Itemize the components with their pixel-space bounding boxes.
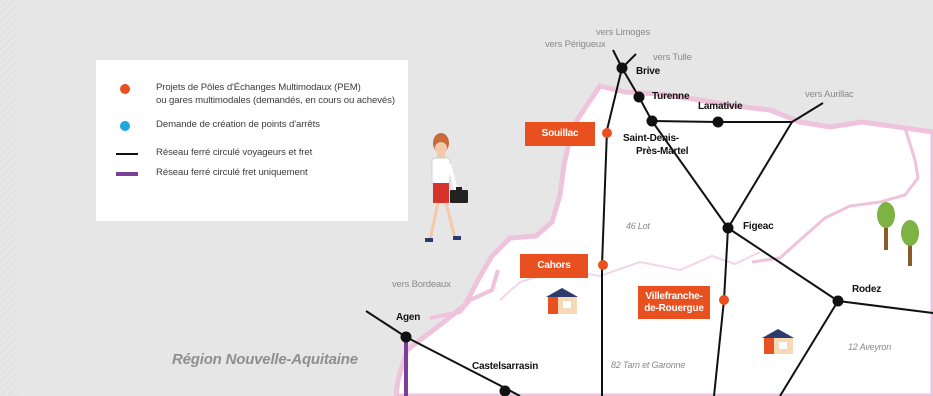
city-label-saint-denis-1: Saint-Denis- bbox=[623, 133, 679, 144]
legend-pem-line1: Projets de Pôles d'Échanges Multimodaux … bbox=[156, 82, 361, 93]
stop-legend-dot bbox=[120, 121, 130, 131]
rail-agen-castelsarrasin bbox=[405, 336, 506, 389]
department-label-lot: 46 Lot bbox=[626, 221, 650, 231]
stations bbox=[400, 62, 844, 396]
rail-saint-denis-figeac bbox=[651, 120, 729, 229]
rail-legend-line bbox=[116, 153, 138, 155]
hatched-edge bbox=[0, 0, 17, 396]
region-label: Région Nouvelle-Aquitaine bbox=[172, 351, 358, 368]
pem-dot-souillac bbox=[602, 128, 612, 138]
direction-bordeaux: vers Bordeaux bbox=[392, 279, 451, 290]
occitanie-region bbox=[393, 83, 933, 396]
rail-brive-turenne bbox=[621, 67, 640, 98]
pem-dot-cahors bbox=[598, 260, 608, 270]
station-figeac bbox=[722, 222, 734, 234]
city-label-rodez: Rodez bbox=[852, 284, 882, 295]
city-label-agen: Agen bbox=[396, 312, 421, 323]
station-turenne bbox=[633, 91, 645, 103]
pem-dot-villefranche bbox=[719, 295, 729, 305]
legend-rail-freight-only: Réseau ferré circulé fret uniquement bbox=[156, 167, 308, 178]
legend-row-pem: Projets de Pôles d'Échanges Multimodaux … bbox=[116, 82, 408, 107]
department-border-inner bbox=[499, 251, 761, 301]
direction-tulle: vers Tulle bbox=[653, 52, 692, 63]
house-icon bbox=[762, 329, 794, 354]
station-rodez bbox=[832, 295, 844, 307]
businesswoman-icon bbox=[425, 133, 468, 242]
legend-row-stop: Demande de création de points d'arrêts bbox=[116, 119, 408, 133]
station-castelsarrasin bbox=[499, 385, 511, 396]
rail-to-aurillac bbox=[791, 102, 824, 123]
station-brive bbox=[616, 62, 628, 74]
pem-tag-souillac: Souillac bbox=[525, 122, 595, 146]
pem-dots bbox=[598, 128, 729, 305]
station-agen bbox=[400, 331, 412, 343]
rail-souillac-cahors bbox=[601, 129, 608, 266]
pem-tag-villefranche-line1: Villefranche- bbox=[645, 290, 703, 302]
legend-box: Projets de Pôles d'Échanges Multimodaux … bbox=[96, 60, 408, 221]
station-saint-denis bbox=[646, 115, 658, 127]
rail-aurillac-figeac bbox=[727, 121, 793, 229]
rail-lines bbox=[365, 49, 933, 396]
city-label-figeac: Figeac bbox=[743, 221, 774, 232]
pem-tag-cahors: Cahors bbox=[520, 254, 588, 278]
direction-perigueux: vers Périgueux bbox=[545, 39, 606, 50]
city-label-brive: Brive bbox=[636, 66, 661, 77]
department-border bbox=[751, 127, 920, 264]
freight-legend-line bbox=[116, 172, 138, 176]
rail-figeac-villefranche bbox=[723, 227, 729, 301]
pem-tag-villefranche-line2: de-Rouergue bbox=[644, 302, 704, 314]
rail-saint-denis-lamativie bbox=[651, 120, 719, 123]
department-label-tarn-garonne: 82 Tarn et Garonne bbox=[611, 360, 686, 370]
rail-figeac-rodez bbox=[727, 227, 839, 302]
city-label-saint-denis-2: Près-Martel bbox=[636, 146, 689, 157]
legend-row-freight: Réseau ferré circulé fret uniquement bbox=[116, 167, 408, 181]
region-outline-lower bbox=[429, 269, 500, 320]
tree-icon bbox=[877, 202, 919, 266]
direction-aurillac: vers Aurillac bbox=[805, 89, 854, 100]
station-lamativie bbox=[712, 116, 724, 128]
legend-stop-request: Demande de création de points d'arrêts bbox=[156, 119, 320, 130]
direction-limoges: vers Limoges bbox=[596, 27, 651, 38]
legend-rail-passenger-freight: Réseau ferré circulé voyageurs et fret bbox=[156, 147, 313, 158]
rail-rodez-south bbox=[779, 300, 839, 396]
rail-rodez-east bbox=[837, 300, 933, 314]
legend-row-rail: Réseau ferré circulé voyageurs et fret bbox=[116, 147, 408, 161]
department-label-aveyron: 12 Aveyron bbox=[848, 342, 892, 352]
house-icon bbox=[546, 288, 578, 314]
pem-tag-villefranche: Villefranche- de-Rouergue bbox=[638, 286, 710, 319]
rail-to-bordeaux bbox=[365, 310, 407, 338]
pem-legend-dot bbox=[120, 84, 130, 94]
city-label-turenne: Turenne bbox=[652, 91, 690, 102]
rail-villefranche-south bbox=[713, 299, 725, 396]
rail-brive-souillac bbox=[606, 67, 623, 131]
city-label-castelsarrasin: Castelsarrasin bbox=[472, 361, 539, 372]
legend-pem-line2: ou gares multimodales (demandés, en cour… bbox=[156, 94, 395, 106]
city-label-lamativie: Lamativie bbox=[698, 101, 743, 112]
